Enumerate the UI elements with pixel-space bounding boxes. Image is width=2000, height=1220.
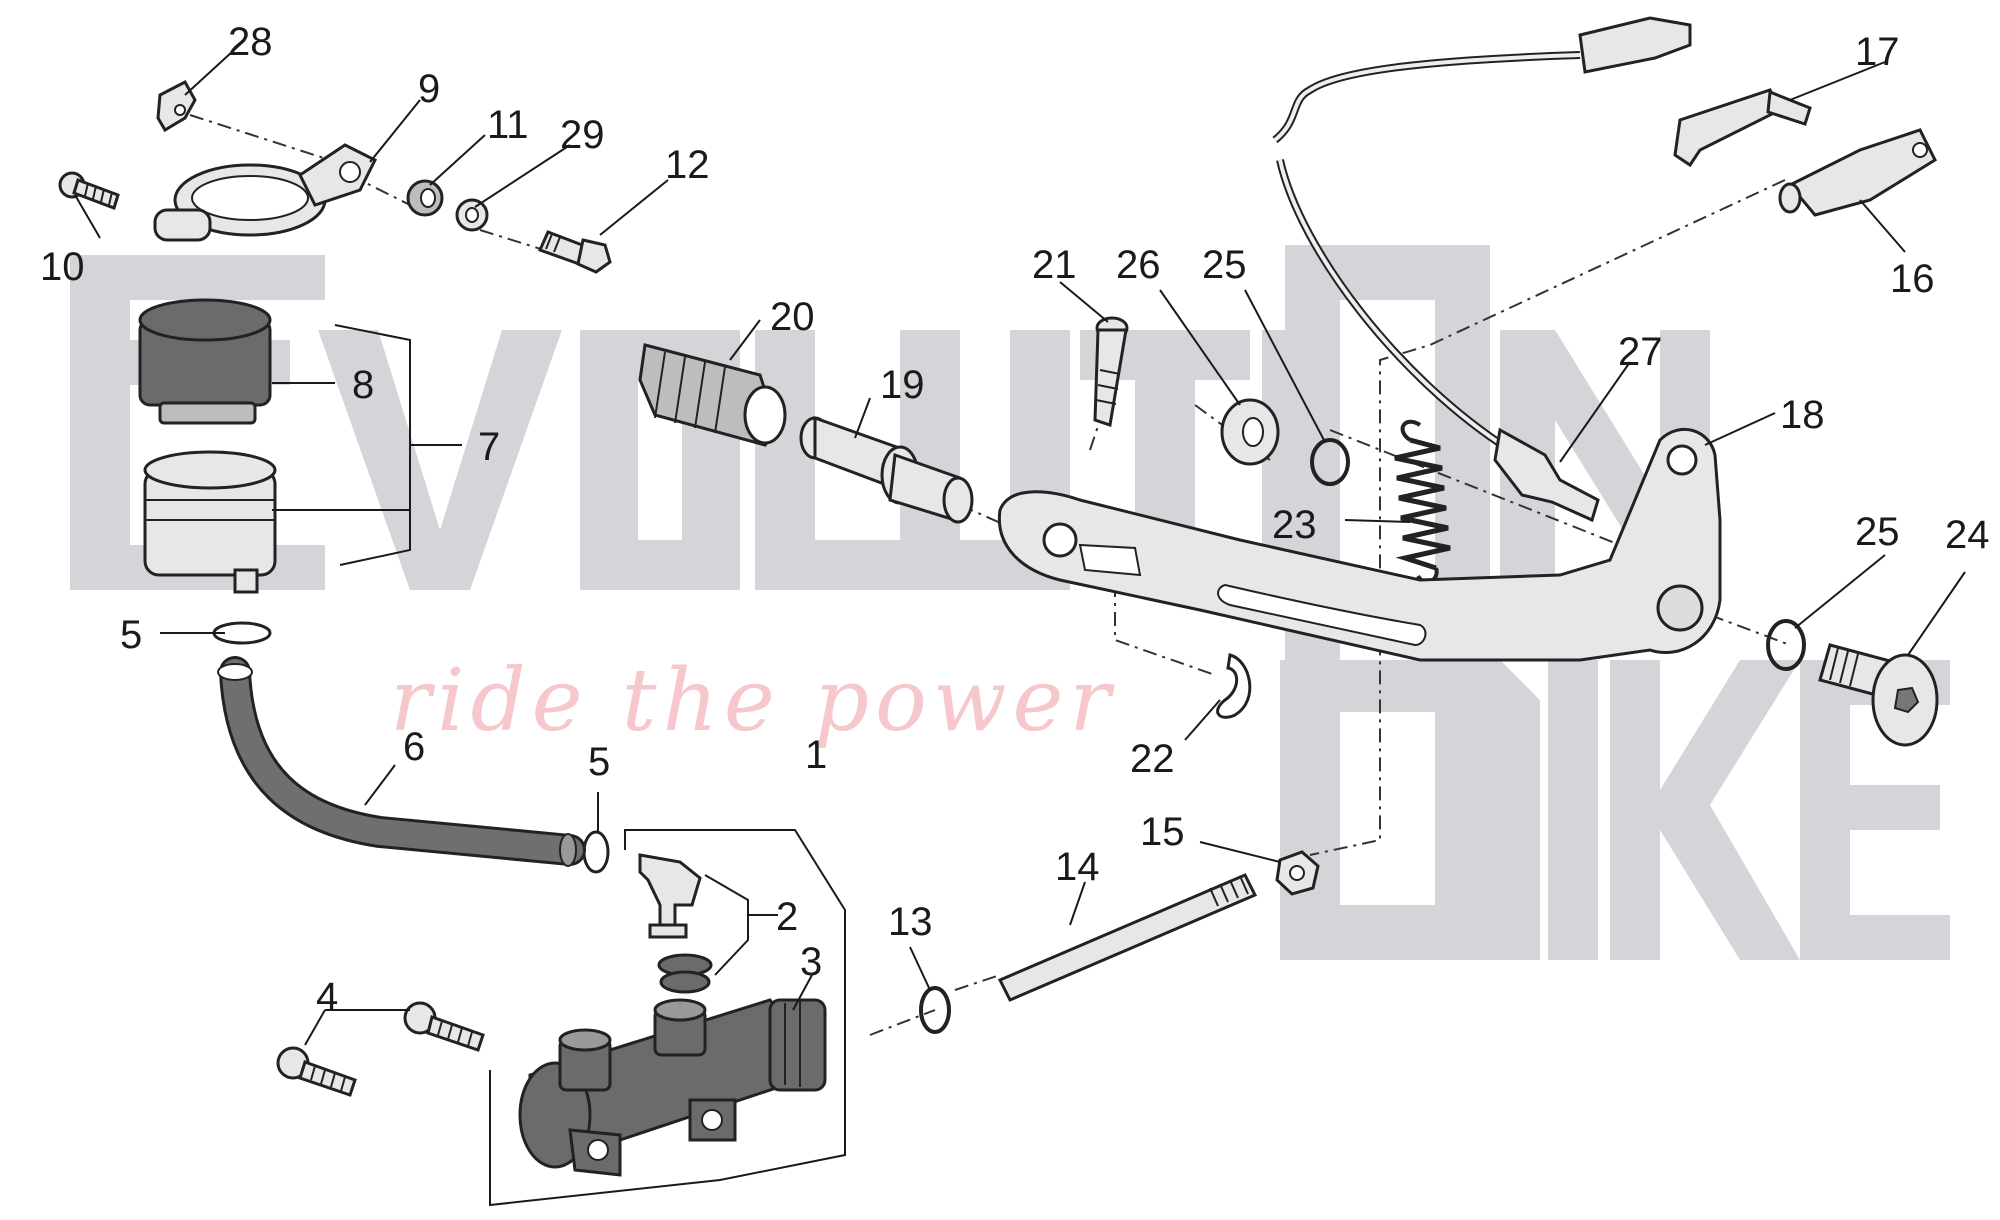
callouts: 1 2 3 4 5 5 6 7 8 9 10 11 12 13 14 15 16…	[40, 20, 1990, 1019]
part-8-reservoir-cap	[138, 298, 272, 425]
callout-27: 27	[1618, 330, 1663, 374]
watermark-letter-k	[1610, 660, 1800, 960]
callout-29: 29	[560, 113, 605, 157]
part-17-clevis-pin	[1673, 88, 1812, 168]
watermark-tagline: ride the power	[390, 651, 1117, 751]
part-22-e-clip	[1216, 653, 1252, 719]
leader-lines	[74, 39, 1966, 1046]
callout-20: 20	[770, 295, 815, 339]
part-5-hose-clamp-bottom	[582, 830, 610, 874]
watermark-letter-e	[70, 255, 325, 590]
callout-3: 3	[800, 940, 822, 984]
callout-21: 21	[1032, 243, 1077, 287]
part-18-brake-lever	[997, 427, 1722, 662]
watermark-letter-big-o	[1285, 245, 1490, 960]
part-29-washer	[455, 198, 489, 232]
part-28-bracket	[156, 79, 197, 133]
callout-4: 4	[316, 975, 338, 1019]
callout-23: 23	[1272, 503, 1317, 547]
part-1-group-outline	[489, 829, 846, 1207]
watermark-letter-t	[1080, 330, 1250, 590]
callout-9: 9	[418, 67, 440, 111]
part-4-bolt-a	[276, 1046, 357, 1097]
part-26-washer	[1220, 398, 1280, 466]
part-24-pivot-bolt	[1818, 643, 1939, 747]
part-27-brake-switch	[1272, 16, 1692, 523]
part-11-washer	[406, 179, 444, 217]
callout-11: 11	[487, 103, 529, 147]
callout-7: 7	[478, 425, 500, 469]
part-6-hose	[217, 656, 586, 867]
callout-14: 14	[1055, 845, 1100, 889]
part-7-reservoir	[143, 450, 277, 594]
part-4-bolt-b	[403, 1001, 485, 1052]
callout-22: 22	[1130, 737, 1175, 781]
part-21-screw	[1093, 316, 1129, 427]
callout-5-upper: 5	[120, 613, 142, 657]
callout-17: 17	[1855, 30, 1900, 74]
callout-1: 1	[805, 733, 827, 777]
callout-5-lower: 5	[588, 740, 610, 784]
part-25-circlip-a	[1310, 438, 1350, 486]
part-9-reservoir-clamp	[153, 143, 378, 242]
callout-8: 8	[352, 363, 374, 407]
callout-24: 24	[1945, 513, 1990, 557]
watermark-letter-i2	[1548, 660, 1598, 960]
callout-25-upper: 25	[1202, 243, 1247, 287]
part-12-bolt	[537, 230, 612, 274]
callout-26: 26	[1116, 243, 1161, 287]
callout-12: 12	[665, 143, 710, 187]
callout-16: 16	[1890, 257, 1935, 301]
watermark-letter-e2	[1800, 660, 1950, 960]
callout-28: 28	[228, 20, 273, 64]
callout-18: 18	[1780, 393, 1825, 437]
part-2-fitting	[638, 853, 713, 994]
part-10-screw	[58, 171, 120, 210]
callout-6: 6	[403, 725, 425, 769]
callout-25-lower: 25	[1855, 510, 1900, 554]
callout-13: 13	[888, 900, 933, 944]
part-25-circlip-b	[1766, 619, 1806, 671]
watermark-letter-l	[755, 330, 900, 590]
callout-2: 2	[776, 895, 798, 939]
part-20-rubber-pad	[638, 343, 787, 447]
watermark-letter-b	[1280, 660, 1540, 960]
watermark-letter-v	[318, 330, 562, 590]
callout-19: 19	[880, 363, 925, 407]
part-3-master-cylinder	[518, 998, 827, 1177]
part-13-o-ring	[919, 986, 951, 1034]
part-16-clevis	[1778, 128, 1937, 217]
callout-10: 10	[40, 245, 85, 289]
callout-15: 15	[1140, 810, 1185, 854]
part-15-nut	[1275, 850, 1320, 896]
part-19-pin	[799, 415, 974, 524]
part-14-push-rod	[997, 873, 1258, 1002]
